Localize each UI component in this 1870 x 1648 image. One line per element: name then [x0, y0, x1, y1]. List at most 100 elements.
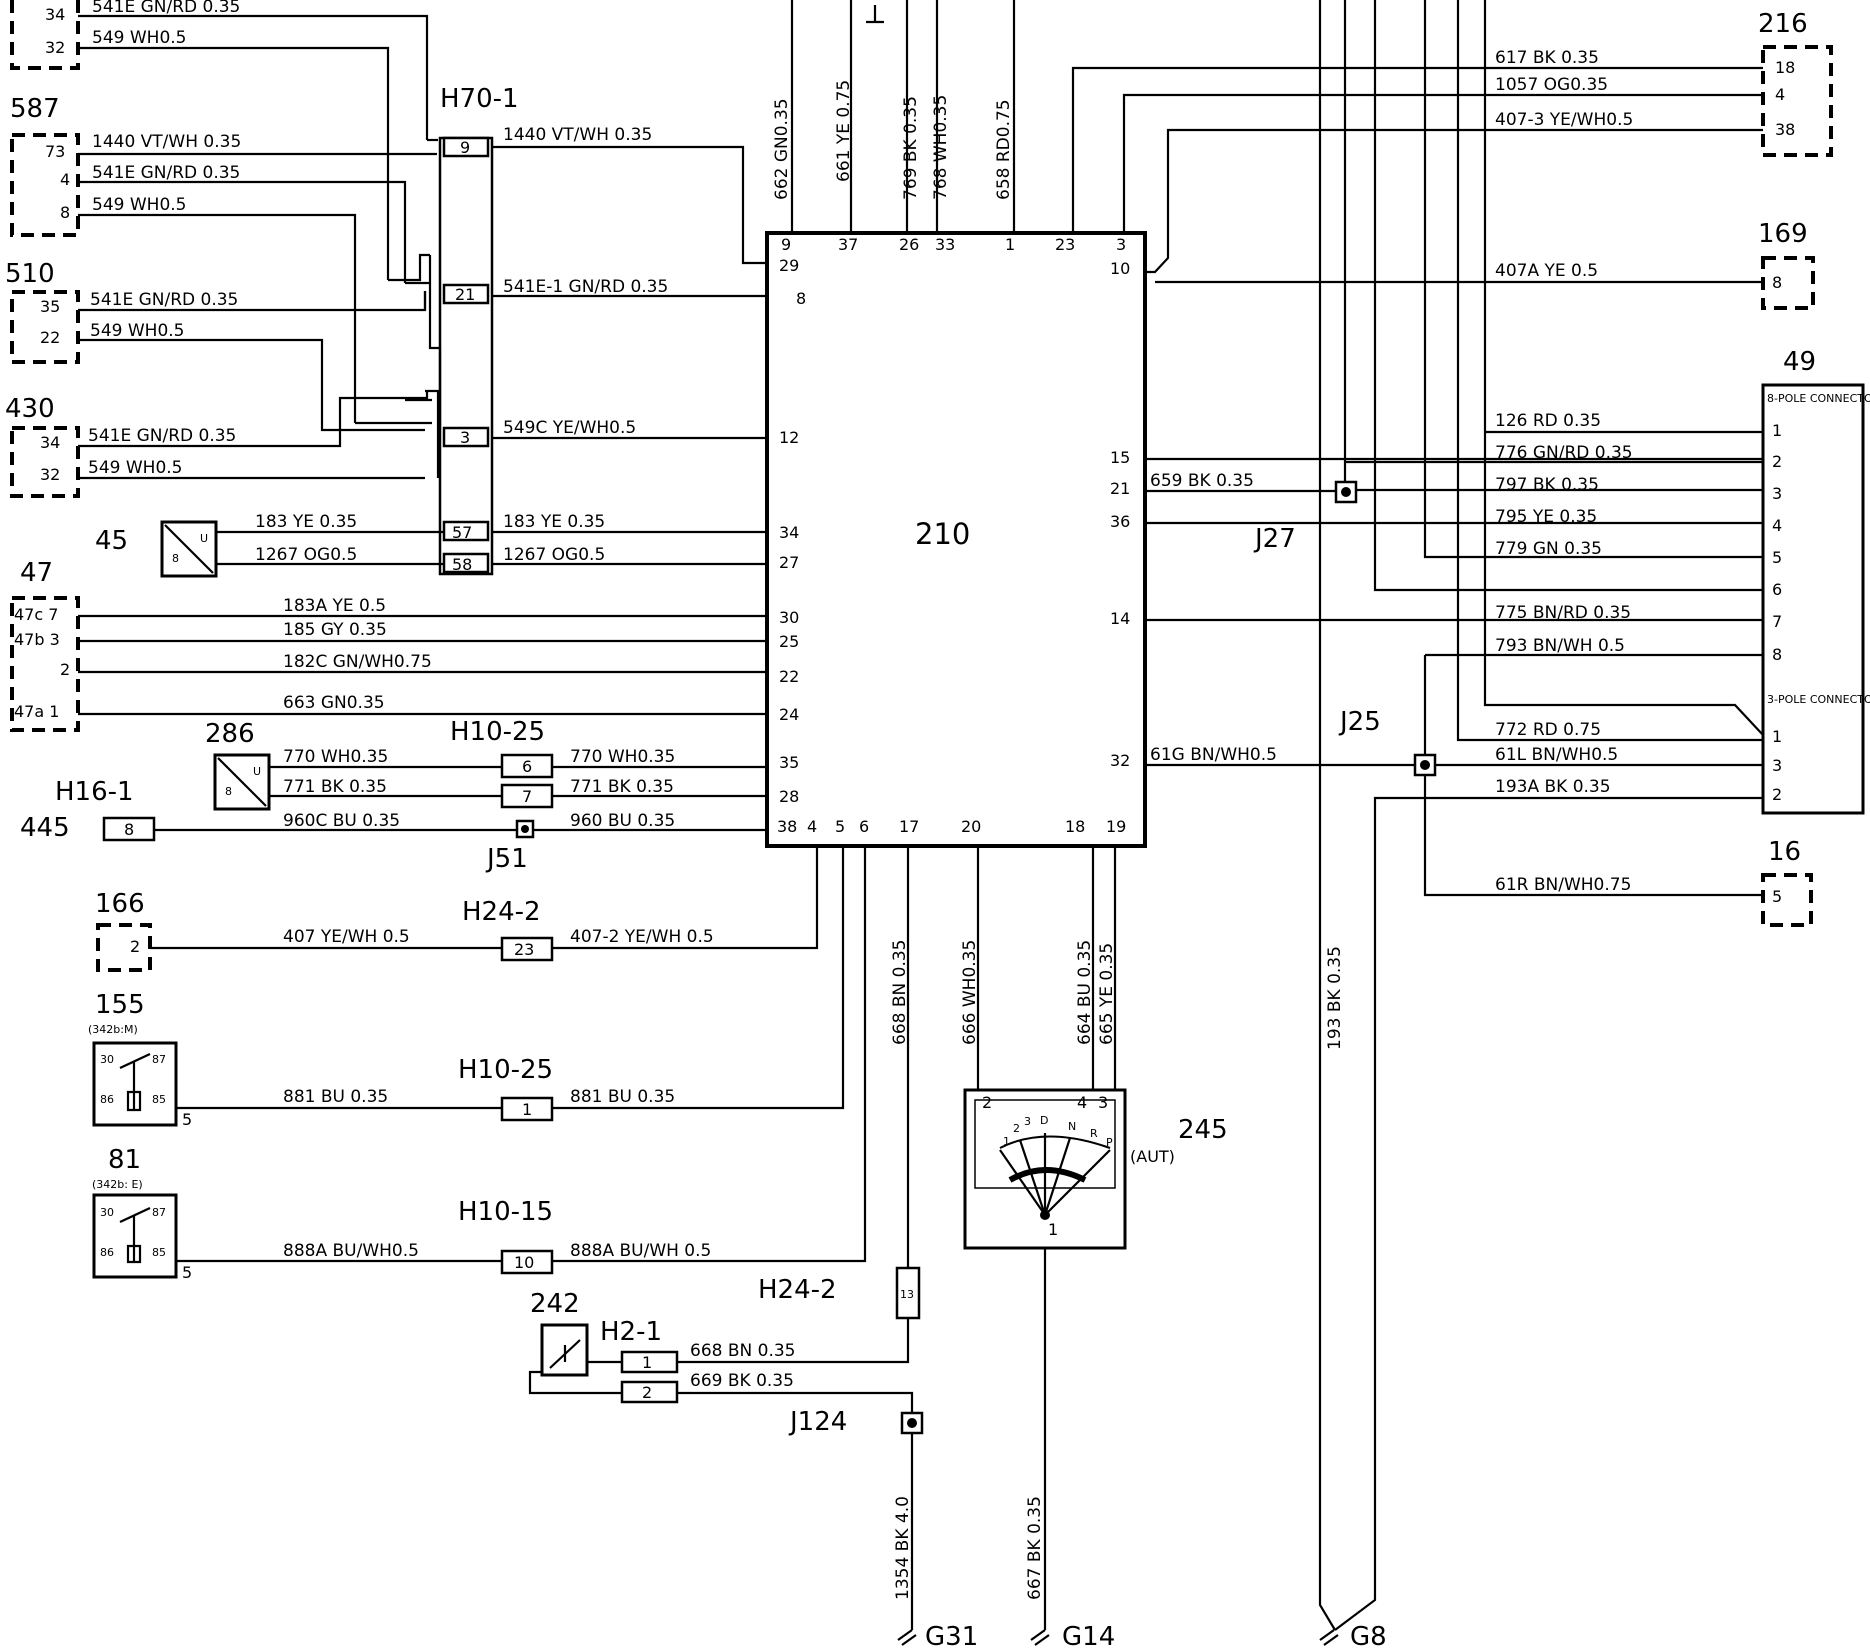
- label: 3-POLE CONNECTOR: [1767, 693, 1870, 706]
- ecu-pin: 6: [859, 817, 869, 836]
- component-id: 155: [95, 990, 145, 1020]
- pin: 10: [514, 1253, 534, 1272]
- ecu-pin: 34: [779, 523, 799, 542]
- wire-label: 126 RD 0.35: [1495, 411, 1601, 431]
- ecu-pin: 26: [899, 235, 919, 254]
- component-id: 45: [95, 526, 128, 556]
- pin: 30: [100, 1053, 114, 1066]
- wire-label: 771 BK 0.35: [570, 777, 674, 797]
- component-id: 242: [530, 1289, 580, 1319]
- pin: 23: [514, 940, 534, 959]
- wire-label: 407A YE 0.5: [1495, 261, 1598, 281]
- component-216: 216 18 4 38 617 BK 0.35 1057 OG0.35 407-…: [1071, 9, 1833, 274]
- wire-label: 549 WH0.5: [92, 195, 186, 215]
- ground-g8: G8: [1350, 1622, 1387, 1648]
- ecu-pin: 32: [1110, 751, 1130, 770]
- ecu-pin: 17: [899, 817, 919, 836]
- ecu-pin: 36: [1110, 512, 1130, 531]
- ecu-pin: 22: [779, 667, 799, 686]
- pin: 5: [1772, 548, 1782, 567]
- ecu-right-wires: 659 BK 0.35 61G BN/WH0.5 J27 J25: [1145, 457, 1763, 897]
- pin: 32: [40, 465, 60, 484]
- label: (AUT): [1130, 1147, 1175, 1166]
- pin: 5: [182, 1110, 192, 1129]
- component-id: 286: [205, 719, 255, 749]
- pin: 8: [124, 820, 134, 839]
- pin: 1: [522, 1100, 532, 1119]
- pin: 6: [1772, 580, 1782, 599]
- wire-label: 1267 OG0.5: [503, 545, 605, 565]
- pin: 2: [1772, 452, 1782, 471]
- gear-label: N: [1068, 1120, 1076, 1133]
- wire-label: 960 BU 0.35: [570, 811, 675, 831]
- wire-label: 770 WH0.35: [283, 747, 388, 767]
- ecu-pin: 1: [1005, 235, 1015, 254]
- pin: 85: [152, 1093, 166, 1106]
- pin: 3: [1772, 756, 1782, 775]
- wire-label: 665 YE 0.35: [1097, 943, 1117, 1045]
- wire-label: 775 BN/RD 0.35: [1495, 603, 1631, 623]
- pin: 1: [1048, 1220, 1058, 1239]
- ecu-pin: 18: [1065, 817, 1085, 836]
- ecu-pin: 12: [779, 428, 799, 447]
- wire-label: 541E GN/RD 0.35: [92, 0, 240, 17]
- connector-h10-25-a: H10-25 6 7 770 WH0.35 771 BK 0.35: [450, 717, 767, 809]
- pin: 85: [152, 1246, 166, 1259]
- pin: 4: [60, 170, 70, 189]
- wire-label: 61L BN/WH0.5: [1495, 745, 1618, 765]
- pin: 7: [522, 787, 532, 806]
- wire-label: 541E GN/RD 0.35: [90, 290, 238, 310]
- pin: 47c 7: [14, 605, 58, 624]
- right-bus: 193 BK 0.35 G8: [1318, 0, 1764, 1648]
- component-id: 245: [1178, 1115, 1228, 1145]
- wire-label: 662 GN0.35: [772, 98, 792, 200]
- ecu-pin: 38: [777, 817, 797, 836]
- component-id: 49: [1783, 347, 1816, 377]
- ecu-id: 210: [915, 517, 970, 551]
- gear-label: 2: [1013, 1122, 1020, 1135]
- ecu-pin: 35: [779, 753, 799, 772]
- ecu-pin: 24: [779, 705, 799, 724]
- pin: 86: [100, 1246, 114, 1259]
- wire-label: 541E-1 GN/RD 0.35: [503, 277, 668, 297]
- pin: 1: [642, 1353, 652, 1372]
- pin: 4: [1775, 85, 1785, 104]
- component-id: 587: [10, 94, 60, 124]
- wire-label: 888A BU/WH 0.5: [570, 1241, 711, 1261]
- pin: 2: [130, 937, 140, 956]
- pin: 35: [40, 297, 60, 316]
- ecu-pin: 15: [1110, 448, 1130, 467]
- component-510: 510 35 22 541E GN/RD 0.35 549 WH0.5: [5, 259, 427, 432]
- wire-label: 776 GN/RD 0.35: [1495, 443, 1633, 463]
- wire-label: 795 YE 0.35: [1495, 507, 1597, 527]
- ecu-pin: 10: [1110, 259, 1130, 278]
- component-16: 16 5 61R BN/WH0.75: [1495, 837, 1813, 927]
- wire-label: 769 BK 0.35: [901, 96, 921, 200]
- wire-label: 183A YE 0.5: [283, 596, 386, 616]
- label: U: [253, 765, 261, 778]
- ecu-pin: 28: [779, 787, 799, 806]
- wire-label: 193A BK 0.35: [1495, 777, 1611, 797]
- ecu-pin: 20: [961, 817, 981, 836]
- ecu-pin: 25: [779, 632, 799, 651]
- pin: 58: [452, 555, 472, 574]
- label: 8-POLE CONNECTOR: [1767, 392, 1870, 405]
- ecu-pin: 8: [796, 289, 806, 308]
- wire-label: 549C YE/WH0.5: [503, 418, 636, 438]
- ecu-pin: 5: [835, 817, 845, 836]
- pin: 87: [152, 1206, 166, 1219]
- gear-label: D: [1040, 1114, 1048, 1127]
- label: U: [200, 532, 208, 545]
- wire-label: 659 BK 0.35: [1150, 471, 1254, 491]
- wire-label: 1440 VT/WH 0.35: [92, 132, 241, 152]
- component-id: 216: [1758, 9, 1808, 39]
- component-id: 16: [1768, 837, 1801, 867]
- wire-label: 661 YE 0.75: [834, 80, 854, 182]
- gear-label: 3: [1024, 1115, 1031, 1128]
- connector-h70-1: H70-1 9 21 3 57 58 1440 VT/WH 0.35 541E-…: [438, 84, 767, 576]
- wire-label: 183 YE 0.35: [255, 512, 357, 532]
- component-430: 430 34 32 541E GN/RD 0.35 549 WH0.5: [5, 391, 429, 498]
- gear-label: P: [1106, 1136, 1113, 1149]
- component-id: 47: [20, 558, 53, 588]
- component-166: 166 2 407 YE/WH 0.5 H24-2 23 407-2 YE/WH…: [95, 846, 819, 972]
